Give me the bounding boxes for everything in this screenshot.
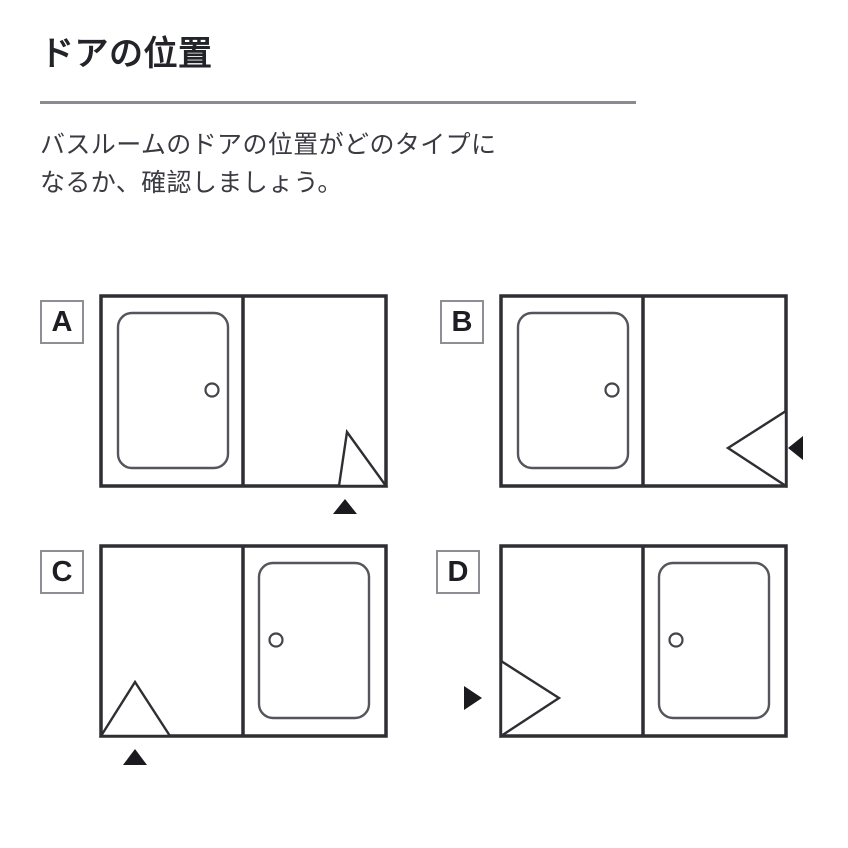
door-marker-d (464, 686, 482, 710)
bathtub-d (657, 561, 771, 720)
bathtub-a (116, 311, 230, 470)
drain-circle-b (604, 382, 620, 398)
door-swing-c (98, 679, 173, 738)
bathtub-c (257, 561, 371, 720)
door-swing-d (499, 658, 562, 739)
diagram-plan-b (492, 287, 832, 527)
diagram-label-b: B (440, 300, 484, 344)
bathtub-b (516, 311, 630, 470)
drain-circle-c (268, 632, 284, 648)
diagram-label-d: D (436, 550, 480, 594)
diagram-label-a: A (40, 300, 84, 344)
title-divider (40, 101, 636, 104)
diagram-plan-a (92, 287, 402, 527)
floorplan-c-svg (98, 544, 388, 765)
diagram-plan-c (92, 537, 402, 782)
door-marker-c (123, 749, 147, 765)
door-marker-b (788, 436, 803, 460)
description-line-2: なるか、確認しましょう。 (40, 169, 343, 197)
diagram-label-c: C (40, 550, 84, 594)
door-marker-a (333, 499, 357, 514)
floorplan-a-svg (99, 294, 389, 514)
page-title: ドアの位置 (40, 35, 213, 73)
description-line-1: バスルームのドアの位置がどのタイプに (40, 131, 497, 159)
floorplan-b-svg (499, 294, 803, 489)
description-text: バスルームのドアの位置がどのタイプに なるか、確認しましょう。 (40, 126, 680, 202)
drain-circle-d (668, 632, 684, 648)
floorplan-d-svg (464, 544, 788, 739)
diagram-plan-d (455, 537, 800, 782)
door-swing-b (725, 408, 788, 489)
header: ドアの位置 (40, 34, 640, 75)
door-swing-a (337, 428, 389, 488)
drain-circle-a (204, 382, 220, 398)
